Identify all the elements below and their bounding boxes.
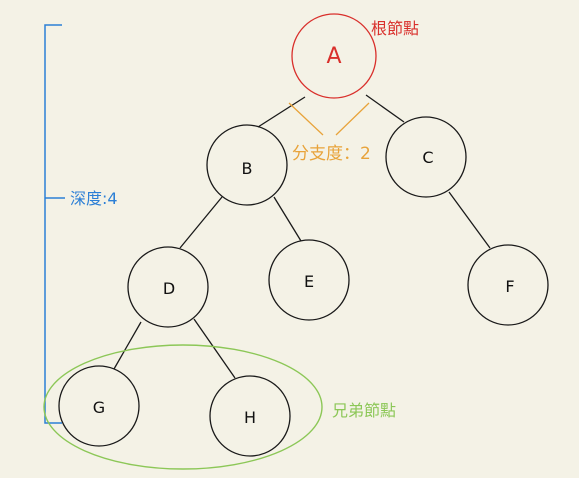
node-f-circle xyxy=(467,244,549,326)
branching-label: 分支度：2 xyxy=(292,144,371,164)
edge-d-h xyxy=(193,318,236,379)
siblings-ellipse xyxy=(43,344,323,470)
node-a-label: A xyxy=(326,44,341,69)
node-b-label: B xyxy=(242,159,253,178)
node-d: D xyxy=(127,246,209,328)
node-h-circle xyxy=(209,375,291,457)
tree-nodes: A B C D E F G H xyxy=(58,13,549,457)
node-g-label: G xyxy=(93,398,105,417)
branching-marker-left xyxy=(288,102,324,136)
edge-a-b xyxy=(257,96,306,128)
tree-edges xyxy=(113,94,491,379)
node-g: G xyxy=(58,365,140,447)
node-g-circle xyxy=(58,365,140,447)
branching-marker-right xyxy=(335,102,370,136)
edge-c-f xyxy=(448,191,491,249)
branching-annotation: 分支度：2 xyxy=(288,102,371,164)
node-h-label: H xyxy=(244,408,256,427)
node-f: F xyxy=(467,244,549,326)
siblings-annotation: 兄弟節點 xyxy=(43,344,396,470)
depth-bracket xyxy=(44,24,62,424)
node-c-circle xyxy=(385,116,467,198)
node-c-label: C xyxy=(422,148,433,167)
siblings-label: 兄弟節點 xyxy=(332,401,396,420)
depth-label: 深度:4 xyxy=(70,189,118,208)
node-e-label: E xyxy=(304,272,314,291)
node-h: H xyxy=(209,375,291,457)
node-a-circle xyxy=(291,13,377,99)
edge-d-g xyxy=(113,321,142,370)
node-e: E xyxy=(268,239,350,321)
node-f-label: F xyxy=(505,277,514,296)
edge-b-d xyxy=(179,196,223,249)
node-b: B xyxy=(206,124,288,206)
node-d-circle xyxy=(127,246,209,328)
node-d-label: D xyxy=(163,279,175,298)
node-a: A xyxy=(291,13,377,99)
node-b-circle xyxy=(206,124,288,206)
node-c: C xyxy=(385,116,467,198)
root-annotation: 根節點 xyxy=(371,19,419,38)
edge-b-e xyxy=(273,196,302,242)
node-e-circle xyxy=(268,239,350,321)
depth-annotation: 深度:4 xyxy=(44,24,118,424)
edge-a-c xyxy=(365,94,405,123)
